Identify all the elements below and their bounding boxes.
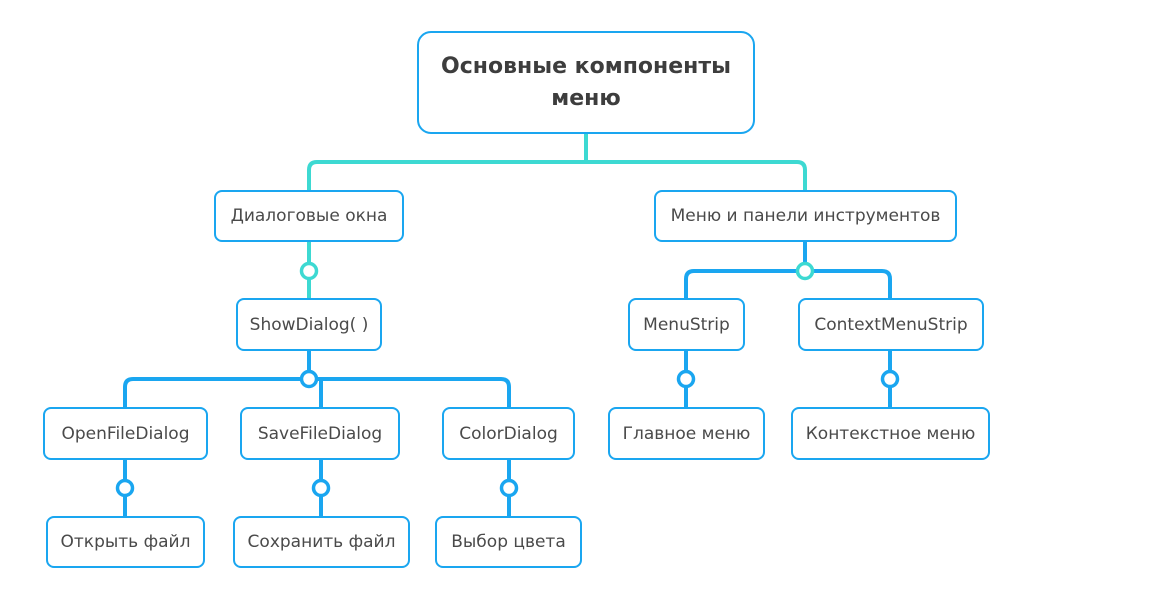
node-choose-color[interactable]: Выбор цвета bbox=[435, 516, 582, 568]
junction-contextmenustrip bbox=[880, 369, 900, 389]
junction-dialogs bbox=[299, 261, 319, 281]
node-menustrip[interactable]: MenuStrip bbox=[628, 298, 745, 351]
node-openfiledialog[interactable]: OpenFileDialog bbox=[43, 407, 208, 460]
junction-showdialog bbox=[299, 369, 319, 389]
node-open-file-label: Открыть файл bbox=[60, 532, 191, 552]
node-menustrip-label: MenuStrip bbox=[643, 314, 730, 335]
connector-root-to-level1 bbox=[307, 132, 807, 192]
node-colordialog-label: ColorDialog bbox=[459, 423, 558, 444]
node-showdialog-label: ShowDialog( ) bbox=[249, 314, 369, 335]
node-main-menu-label: Главное меню bbox=[622, 423, 751, 444]
node-choose-color-label: Выбор цвета bbox=[451, 532, 566, 552]
node-contextmenustrip[interactable]: ContextMenuStrip bbox=[798, 298, 984, 351]
node-open-file[interactable]: Открыть файл bbox=[46, 516, 205, 568]
root-node-label: Основные компоненты меню bbox=[441, 53, 731, 111]
node-showdialog[interactable]: ShowDialog( ) bbox=[236, 298, 382, 351]
node-menus-toolbars-label: Меню и панели инструментов bbox=[670, 206, 941, 226]
node-save-file-label: Сохранить файл bbox=[247, 532, 396, 552]
node-menus-toolbars[interactable]: Меню и панели инструментов bbox=[654, 190, 957, 242]
junction-savefiledialog bbox=[311, 478, 331, 498]
node-context-menu[interactable]: Контекстное меню bbox=[791, 407, 990, 460]
node-dialogs-label: Диалоговые окна bbox=[230, 206, 388, 226]
node-openfiledialog-label: OpenFileDialog bbox=[61, 423, 190, 444]
root-node[interactable]: Основные компоненты меню bbox=[417, 31, 755, 134]
junction-openfiledialog bbox=[115, 478, 135, 498]
junction-menustrip bbox=[676, 369, 696, 389]
node-colordialog[interactable]: ColorDialog bbox=[442, 407, 575, 460]
junction-menus bbox=[795, 261, 815, 281]
node-dialogs[interactable]: Диалоговые окна bbox=[214, 190, 404, 242]
junction-colordialog bbox=[499, 478, 519, 498]
node-save-file[interactable]: Сохранить файл bbox=[233, 516, 410, 568]
connector-menus-branch bbox=[684, 242, 892, 298]
node-contextmenustrip-label: ContextMenuStrip bbox=[814, 314, 968, 335]
node-savefiledialog[interactable]: SaveFileDialog bbox=[240, 407, 400, 460]
node-main-menu[interactable]: Главное меню bbox=[608, 407, 765, 460]
node-savefiledialog-label: SaveFileDialog bbox=[257, 423, 383, 444]
node-context-menu-label: Контекстное меню bbox=[805, 423, 976, 444]
